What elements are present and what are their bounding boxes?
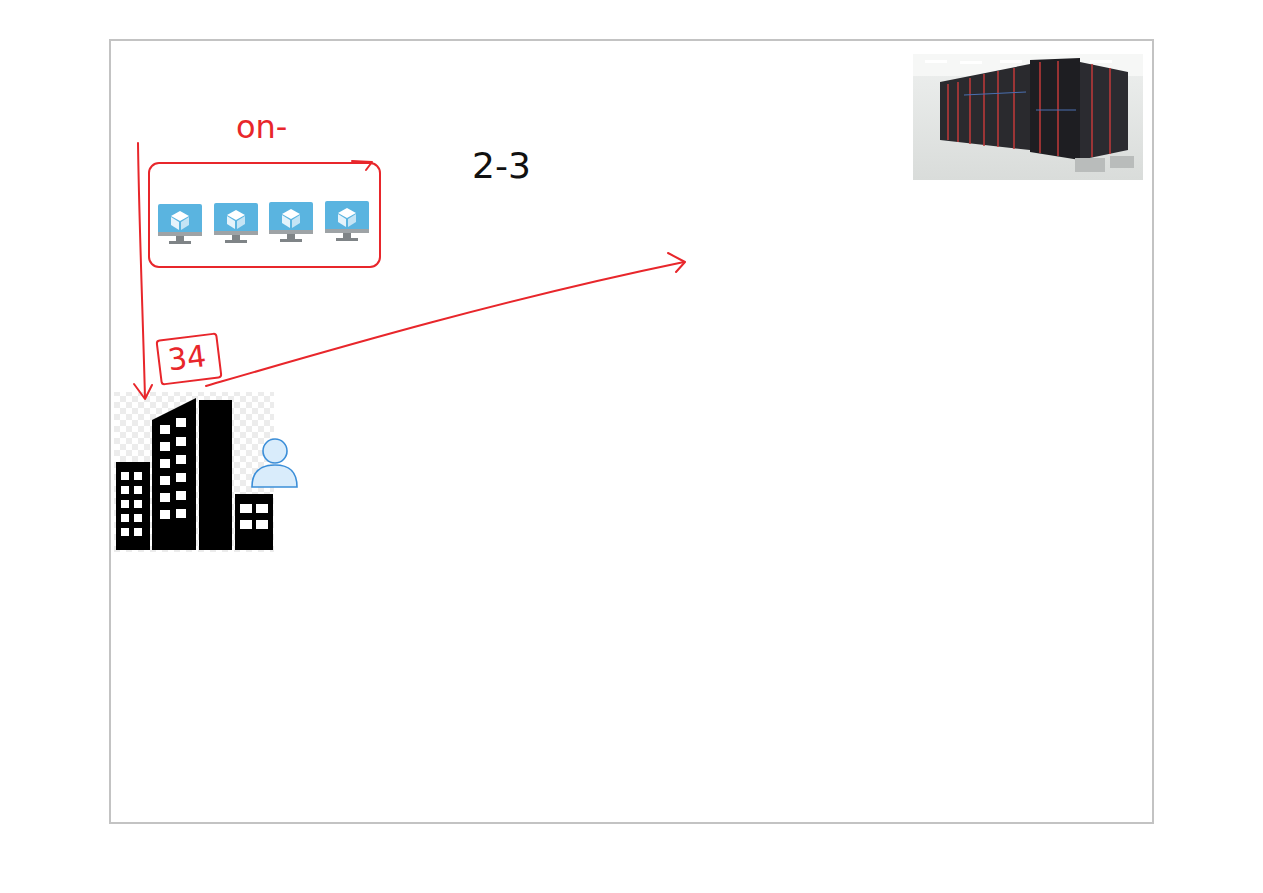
- vm-icon: [158, 204, 202, 244]
- building-left: [116, 462, 150, 550]
- floor-tiles: [1075, 156, 1134, 172]
- vm-icons: [158, 201, 369, 244]
- building-windows: [121, 418, 268, 536]
- vm-icon: [269, 202, 313, 242]
- ink-arrowhead: [134, 384, 152, 399]
- handwritten-note: 2-3: [472, 146, 531, 186]
- person-head: [263, 439, 287, 463]
- building-tower: [199, 400, 232, 550]
- ink-strokes: [134, 143, 685, 399]
- building-tall: [152, 398, 196, 550]
- callout-number: 34: [166, 339, 208, 376]
- building-icon: [114, 392, 274, 552]
- person-body: [252, 465, 297, 487]
- photo-ground: [913, 54, 1143, 180]
- building-small: [235, 494, 273, 550]
- server-racks: [940, 58, 1128, 160]
- vm-icon: [214, 203, 258, 243]
- ink-line: [206, 262, 684, 386]
- person-icon: [252, 439, 297, 487]
- ink-line: [138, 143, 145, 398]
- number-box: 34: [155, 332, 222, 385]
- group-heading: on-: [236, 110, 287, 145]
- ink-arrowhead: [668, 253, 685, 272]
- vm-group-box: on-: [148, 162, 381, 268]
- server-room-photo: [913, 54, 1143, 180]
- vm-icon: [325, 201, 369, 241]
- icon-ground: [114, 392, 274, 552]
